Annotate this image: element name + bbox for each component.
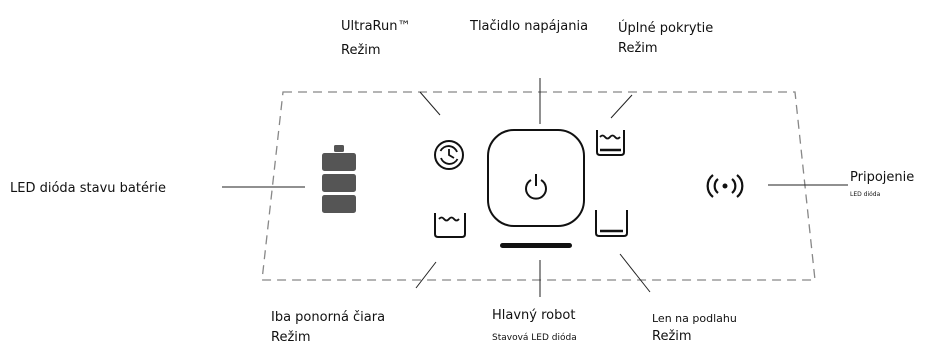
waterline-mode-title: Iba ponorná čiara bbox=[271, 310, 386, 325]
main-status-sub: Stavová LED dióda bbox=[492, 333, 577, 343]
ultrarun-mode-sub: Režim bbox=[341, 43, 381, 58]
floor-only-mode-label: Len na podlahu Režim bbox=[652, 310, 737, 346]
ultrarun-mode-title: UltraRun™ bbox=[341, 19, 411, 34]
leader-floor-only bbox=[619, 253, 651, 293]
waterline-mode-label: Iba ponorná čiara Režim bbox=[271, 308, 385, 348]
main-status-led bbox=[500, 243, 572, 248]
full-coverage-mode-icon[interactable] bbox=[596, 130, 625, 156]
leader-waterline bbox=[415, 261, 437, 289]
leader-ultrarun bbox=[419, 91, 441, 116]
main-status-label: Hlavný robot Stavová LED dióda bbox=[492, 306, 577, 344]
power-button-label: Tlačidlo napájania bbox=[470, 19, 589, 34]
power-button[interactable] bbox=[487, 129, 585, 227]
battery-icon bbox=[322, 145, 356, 213]
connection-led-label: Pripojenie LED dióda bbox=[850, 168, 914, 199]
full-coverage-mode-title: Úplné pokrytie bbox=[618, 21, 714, 36]
floor-only-mode-title: Len na podlahu bbox=[652, 312, 737, 325]
connection-led-sub: LED dióda bbox=[850, 191, 881, 198]
ultrarun-mode-label: UltraRun™ Režim bbox=[341, 17, 410, 61]
floor-only-mode-sub: Režim bbox=[652, 329, 692, 344]
leader-full-coverage bbox=[610, 94, 633, 119]
full-coverage-mode-label: Úplné pokrytie Režim bbox=[618, 19, 713, 59]
ultrarun-mode-icon[interactable] bbox=[434, 140, 464, 170]
full-coverage-mode-sub: Režim bbox=[618, 41, 658, 56]
connection-led-title: Pripojenie bbox=[850, 170, 915, 185]
connection-signal-icon bbox=[706, 174, 744, 198]
waterline-mode-icon[interactable] bbox=[434, 213, 466, 238]
battery-led-label: LED dióda stavu batérie bbox=[10, 181, 166, 196]
power-icon bbox=[525, 174, 547, 200]
floor-only-mode-icon[interactable] bbox=[595, 210, 628, 237]
leader-lines bbox=[222, 78, 848, 297]
waterline-mode-sub: Režim bbox=[271, 330, 311, 345]
main-status-title: Hlavný robot bbox=[492, 308, 576, 323]
